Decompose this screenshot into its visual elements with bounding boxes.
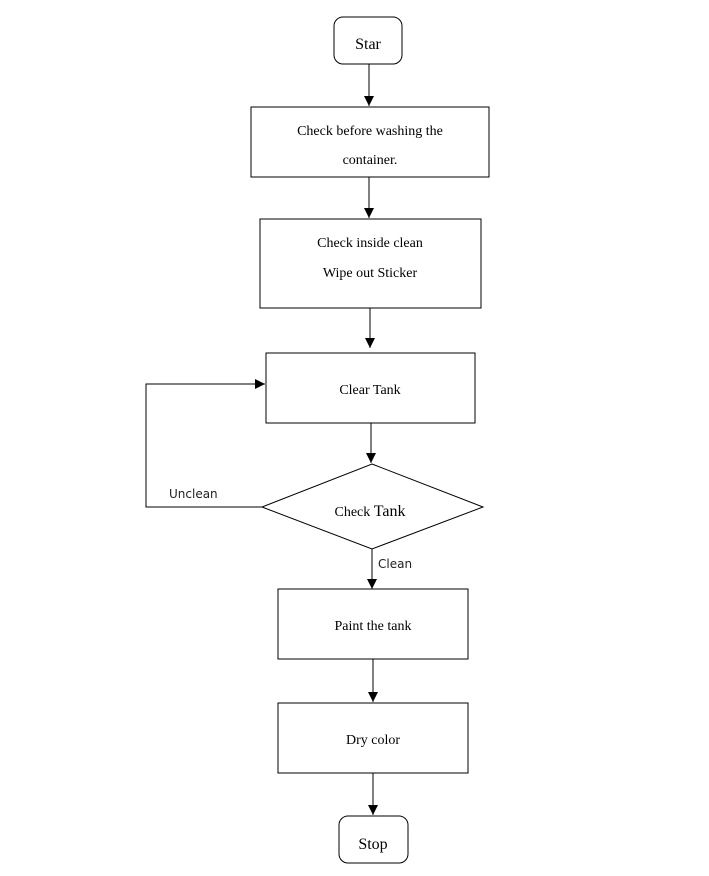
- check-tank-label-part-a: Check: [334, 505, 373, 520]
- check-tank-label-part-b: Tank: [374, 503, 406, 520]
- check-before-node: Check before washing the container.: [250, 106, 490, 178]
- check-tank-decision: Check Tank: [260, 463, 485, 550]
- edge-label-clean: Clean: [378, 557, 412, 571]
- stop-node: Stop: [338, 815, 409, 864]
- check-inside-label-line1: Check inside clean: [317, 236, 423, 251]
- check-before-label-line2: container.: [343, 153, 398, 168]
- check-tank-label: Check Tank: [334, 503, 405, 520]
- start-label: Star: [355, 36, 381, 53]
- check-inside-label-line2: Wipe out Sticker: [323, 266, 418, 281]
- paint-node: Paint the tank: [277, 588, 469, 660]
- clear-tank-label: Clear Tank: [339, 383, 400, 398]
- check-inside-node: Check inside clean Wipe out Sticker: [259, 218, 482, 309]
- check-before-label-line1: Check before washing the: [297, 124, 443, 139]
- paint-label: Paint the tank: [335, 619, 412, 634]
- start-node: Star: [333, 16, 403, 65]
- edge-label-unclean: Unclean: [169, 487, 218, 501]
- edge-unclean-loop: [145, 379, 265, 508]
- clear-tank-node: Clear Tank: [265, 352, 476, 424]
- dry-node: Dry color: [277, 702, 469, 774]
- dry-label: Dry color: [346, 733, 400, 748]
- stop-label: Stop: [358, 836, 387, 853]
